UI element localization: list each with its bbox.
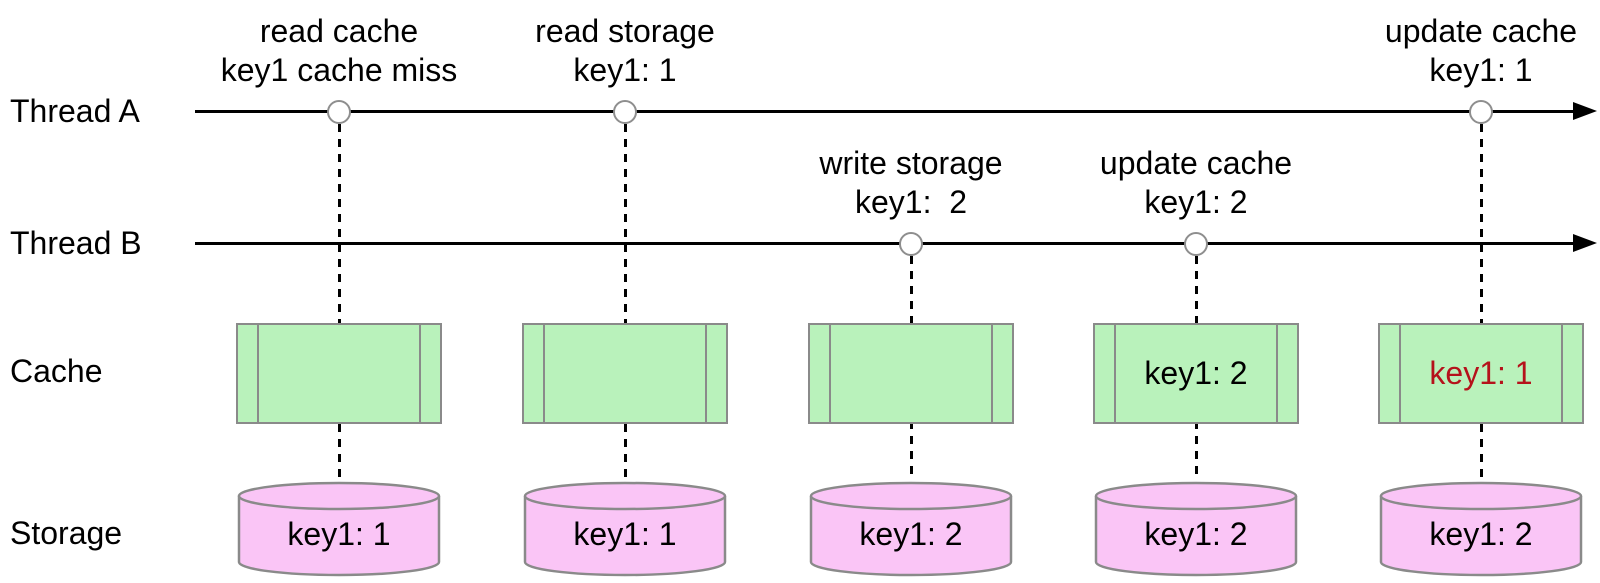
cache-box: key1: 1 bbox=[1378, 323, 1584, 424]
cache-value bbox=[524, 325, 726, 421]
storage-cylinder: key1: 1 bbox=[236, 480, 442, 578]
cache-box-inner-line bbox=[257, 325, 259, 422]
cache-box-inner-line bbox=[1114, 325, 1116, 422]
event-detail: key1 cache miss bbox=[220, 52, 458, 88]
storage-cylinder: key1: 2 bbox=[1093, 480, 1299, 578]
event-marker-circle bbox=[327, 100, 351, 124]
cylinder-icon bbox=[237, 481, 441, 577]
cylinder-icon bbox=[809, 481, 1013, 577]
event-action: read storage bbox=[535, 13, 715, 49]
thread-b-timeline bbox=[195, 242, 1575, 245]
event-marker-circle bbox=[1469, 100, 1493, 124]
event-marker-circle bbox=[899, 232, 923, 256]
thread-a-timeline bbox=[195, 110, 1575, 113]
dashed-connector bbox=[338, 124, 341, 480]
event-detail: key1: 1 bbox=[1429, 52, 1533, 88]
event-detail: key1: 2 bbox=[854, 184, 968, 220]
event-action: update cache bbox=[1384, 13, 1578, 49]
storage-value: key1: 1 bbox=[287, 516, 391, 552]
cylinder-icon bbox=[523, 481, 727, 577]
event-marker-circle bbox=[1184, 232, 1208, 256]
cache-box-inner-line bbox=[705, 325, 707, 422]
cache-value bbox=[238, 325, 440, 421]
cache-value bbox=[810, 325, 1012, 421]
cache-box-inner-line bbox=[829, 325, 831, 422]
cache-box bbox=[808, 323, 1014, 424]
dashed-connector bbox=[624, 124, 627, 480]
event-detail: key1: 2 bbox=[1144, 184, 1248, 220]
event-marker-circle bbox=[613, 100, 637, 124]
cache-box-inner-line bbox=[419, 325, 421, 422]
event-detail: key1: 1 bbox=[573, 52, 677, 88]
storage-cylinder: key1: 1 bbox=[522, 480, 728, 578]
cache-box-inner-line bbox=[1561, 325, 1563, 422]
lane-label-thread-b: Thread B bbox=[10, 225, 142, 261]
storage-value: key1: 1 bbox=[573, 516, 677, 552]
cache-box-inner-line bbox=[1399, 325, 1401, 422]
cache-box-inner-line bbox=[1276, 325, 1278, 422]
cache-box: key1: 2 bbox=[1093, 323, 1299, 424]
lane-label-storage: Storage bbox=[10, 515, 123, 551]
cylinder-icon bbox=[1094, 481, 1298, 577]
cache-value-stale: key1: 1 bbox=[1429, 355, 1533, 391]
dashed-connector bbox=[1480, 124, 1483, 480]
storage-value: key1: 2 bbox=[1429, 516, 1533, 552]
lane-label-cache: Cache bbox=[10, 353, 103, 389]
cache-box bbox=[522, 323, 728, 424]
storage-value: key1: 2 bbox=[859, 516, 963, 552]
storage-cylinder: key1: 2 bbox=[808, 480, 1014, 578]
storage-cylinder: key1: 2 bbox=[1378, 480, 1584, 578]
event-action: read cache bbox=[259, 13, 419, 49]
lane-label-thread-a: Thread A bbox=[10, 93, 140, 129]
thread-a-arrow-icon bbox=[1573, 102, 1597, 120]
cache-box-inner-line bbox=[543, 325, 545, 422]
cache-value: key1: 2 bbox=[1144, 355, 1248, 391]
event-action: write storage bbox=[819, 145, 1003, 181]
cache-box bbox=[236, 323, 442, 424]
cylinder-icon bbox=[1379, 481, 1583, 577]
cache-box-inner-line bbox=[991, 325, 993, 422]
storage-value: key1: 2 bbox=[1144, 516, 1248, 552]
thread-b-arrow-icon bbox=[1573, 234, 1597, 252]
event-action: update cache bbox=[1099, 145, 1293, 181]
